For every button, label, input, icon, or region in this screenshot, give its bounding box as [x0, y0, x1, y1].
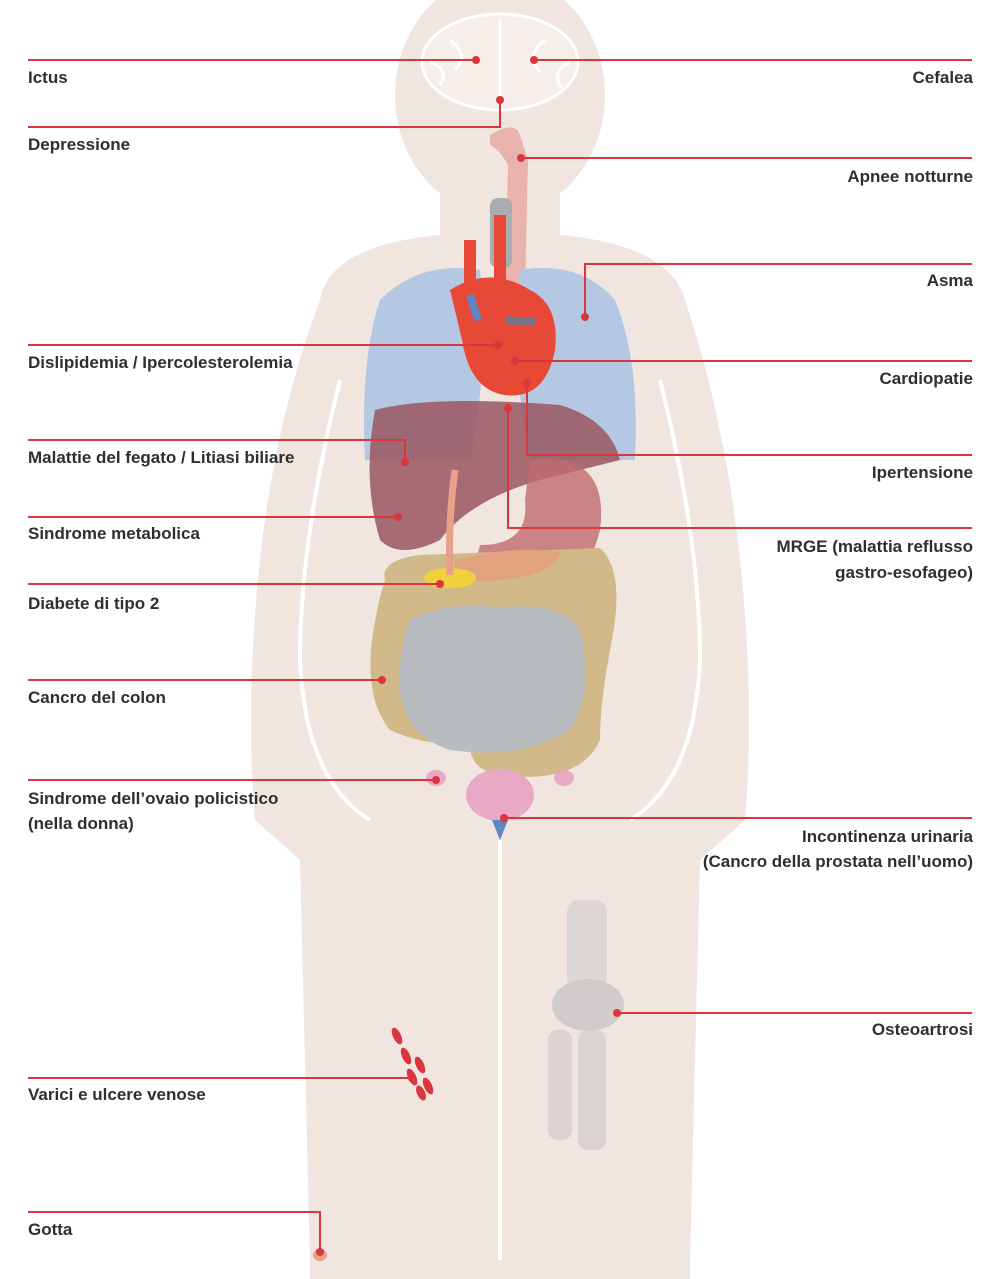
label-mrge-line1: MRGE (malattia reflusso — [777, 534, 974, 559]
dot-diabete — [436, 580, 444, 588]
label-mrge-line2: gastro-esofageo) — [835, 560, 973, 585]
dot-gotta — [316, 1248, 324, 1256]
small-intestine — [400, 606, 586, 753]
dot-depressione — [496, 96, 504, 104]
label-cancro-colon: Cancro del colon — [28, 685, 166, 710]
dot-cefalea — [530, 56, 538, 64]
label-cefalea: Cefalea — [913, 65, 973, 90]
brain — [422, 14, 578, 110]
label-varici: Varici e ulcere venose — [28, 1082, 206, 1107]
dot-sindrome-metabolica — [394, 513, 402, 521]
label-depressione: Depressione — [28, 132, 130, 157]
label-osteoartrosi: Osteoartrosi — [872, 1017, 973, 1042]
label-sindrome-metabolica: Sindrome metabolica — [28, 521, 200, 546]
label-fegato: Malattie del fegato / Litiasi biliare — [28, 445, 294, 470]
dot-ictus — [472, 56, 480, 64]
label-ovaio-line1: Sindrome dell’ovaio policistico — [28, 786, 278, 811]
dot-dislipidemia — [494, 341, 502, 349]
dot-cancro-colon — [378, 676, 386, 684]
label-apnee: Apnee notturne — [847, 164, 973, 189]
dot-fegato — [401, 458, 409, 466]
label-cardiopatie: Cardiopatie — [879, 366, 973, 391]
dot-ovaio — [432, 776, 440, 784]
dot-asma — [581, 313, 589, 321]
dot-osteoartrosi — [613, 1009, 621, 1017]
dot-ipertensione — [523, 379, 531, 387]
label-gotta: Gotta — [28, 1217, 72, 1242]
label-ictus: Ictus — [28, 65, 68, 90]
label-incontinenza-line1: Incontinenza urinaria — [802, 824, 973, 849]
dot-incontinenza — [500, 814, 508, 822]
label-incontinenza-line2: (Cancro della prostata nell’uomo) — [703, 849, 973, 874]
label-ovaio-line2: (nella donna) — [28, 811, 134, 836]
label-asma: Asma — [927, 268, 973, 293]
dot-cardiopatie — [511, 357, 519, 365]
dot-apnee — [517, 154, 525, 162]
label-diabete: Diabete di tipo 2 — [28, 591, 159, 616]
dot-varici — [408, 1074, 416, 1082]
label-dislipidemia: Dislipidemia / Ipercolesterolemia — [28, 350, 293, 375]
label-ipertensione: Ipertensione — [872, 460, 973, 485]
dot-mrge — [504, 404, 512, 412]
